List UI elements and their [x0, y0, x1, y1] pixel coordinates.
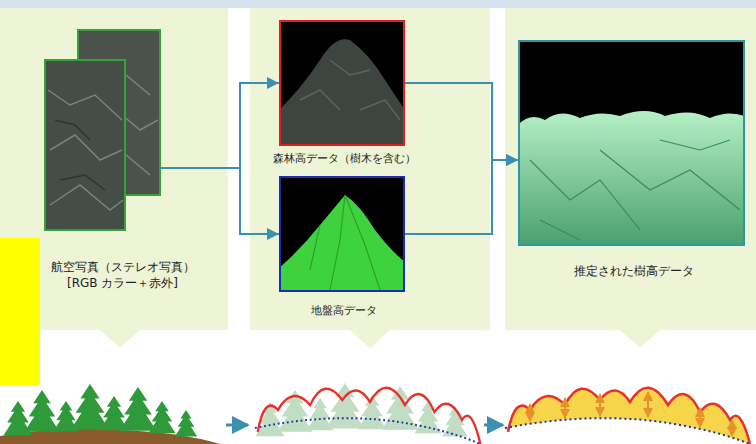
forest-texture: [300, 60, 400, 120]
height-arrow: [699, 408, 701, 427]
height-arrow: [529, 404, 531, 421]
caption: 推定された樹高データ: [574, 264, 694, 280]
tree-height-surface: [518, 111, 745, 246]
caption-text: 推定された樹高データ: [574, 264, 694, 280]
tree: [148, 401, 175, 433]
highlight-rect: [0, 238, 40, 385]
tree-height-image: [518, 40, 745, 246]
forest-surface: [279, 39, 405, 146]
forest-height-image: [279, 20, 405, 146]
flow-arrow: [160, 83, 279, 168]
height-arrow: [647, 392, 649, 417]
image-node: 推定された樹高データ: [518, 40, 745, 246]
tree: [382, 386, 419, 430]
tree: [71, 384, 109, 430]
photo-ridge: [48, 90, 123, 210]
ground-surface: [279, 195, 405, 292]
tree: [175, 410, 197, 437]
caption-text: [RGB カラー＋赤外]: [51, 276, 195, 292]
ground-ridge: [310, 195, 380, 290]
canopy-line: [508, 388, 750, 444]
caption: 地盤高データ: [311, 304, 377, 318]
height-arrow: [599, 394, 601, 416]
ground-line: [505, 418, 750, 444]
caption-text: 森林高データ（樹木を含む）: [273, 152, 416, 166]
panel-pointer: [350, 330, 390, 348]
ground-line: [255, 418, 480, 444]
terrain-ridge: [530, 140, 740, 240]
height-arrow: [564, 398, 566, 418]
height-arrow: [731, 420, 733, 436]
flow-arrow: [405, 83, 518, 160]
canopy-line: [258, 388, 481, 444]
tree: [414, 401, 441, 433]
image-node: 地盤高データ: [279, 176, 405, 292]
caption: 航空写真（ステレオ写真）[RGB カラー＋赤外]: [51, 260, 195, 291]
flow-arrow: [160, 168, 279, 234]
photo-valley: [55, 120, 105, 190]
caption-text: 地盤高データ: [311, 304, 377, 318]
aerial-photo: [45, 60, 125, 230]
caption-text: 航空写真（ステレオ写真）: [51, 260, 195, 276]
tree-height-fill: [505, 388, 750, 444]
panel: [250, 8, 490, 330]
caption: 森林高データ（樹木を含む）: [273, 152, 416, 166]
step-arrow: [484, 424, 503, 427]
panel: [505, 8, 756, 330]
image-node: 森林高データ（樹木を含む）: [279, 20, 405, 146]
step-arrow: [226, 424, 248, 427]
flow-arrow: [405, 160, 518, 234]
header-strip: [0, 0, 756, 8]
panel-pointer: [620, 330, 660, 348]
tree: [24, 390, 59, 432]
panel-pointer: [100, 330, 140, 348]
tree: [120, 387, 157, 431]
ground-height-image: [279, 176, 405, 292]
image-node: 航空写真（ステレオ写真）[RGB カラー＋赤外]: [45, 30, 160, 230]
